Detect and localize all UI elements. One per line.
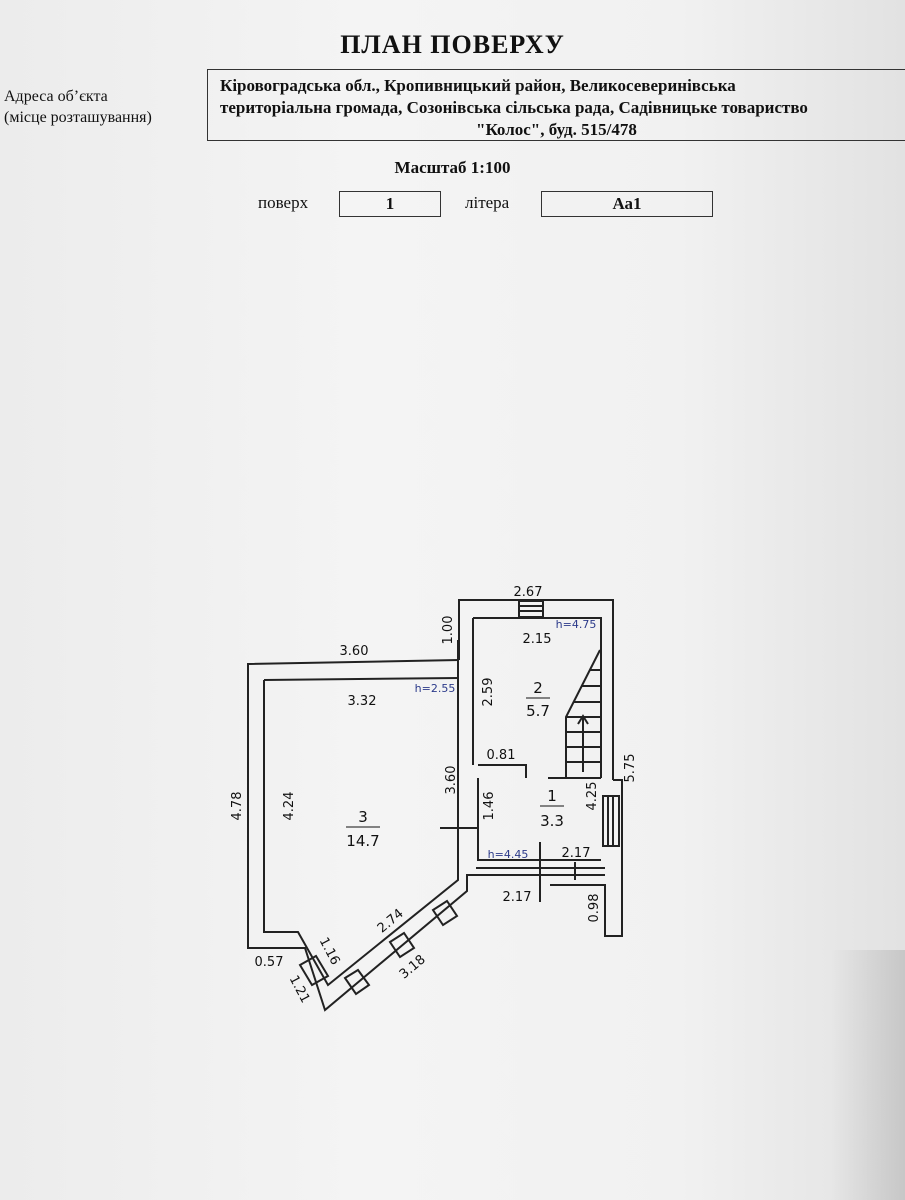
room-number: 1 — [547, 787, 557, 805]
room-3-label: 3 14.7 — [346, 808, 380, 850]
dim-room2-inner-width: 2.15 — [523, 632, 552, 647]
dim-top-right-width: 2.67 — [514, 585, 543, 600]
dim-porch-depth: 0.98 — [587, 894, 602, 923]
floor-label: поверх — [258, 193, 309, 212]
letter-label: літера — [465, 193, 510, 212]
dim-room2-inner-depth: 2.59 — [481, 678, 496, 707]
dim-partition: 3.60 — [444, 766, 459, 795]
page-shadow — [830, 950, 905, 1200]
address-label: Адреса об’єкта (місце розташування) — [4, 86, 152, 128]
scale-label: Масштаб 1:100 — [394, 158, 511, 177]
dim-upper-left-width: 3.60 — [340, 644, 369, 659]
plan-walls — [247, 599, 623, 1012]
dim-outer-left: 4.78 — [230, 792, 245, 821]
address-label-line2: (місце розташування) — [4, 109, 152, 126]
dim-room1-depth: 1.46 — [482, 792, 497, 821]
letter-value: Аа1 — [541, 191, 713, 217]
dim-inner-left: 4.24 — [282, 792, 297, 821]
room-area: 3.3 — [540, 812, 564, 830]
address-label-line1: Адреса об’єкта — [4, 88, 108, 105]
room-1-label: 1 3.3 — [540, 787, 564, 830]
dim-room3-inner-width: 3.32 — [348, 694, 377, 709]
dim-corner-base: 0.57 — [255, 955, 284, 970]
room3-height-label: h=2.55 — [415, 682, 456, 695]
page-title: ПЛАН ПОВЕРХУ — [340, 30, 565, 59]
address-line1: Кіровоградська обл., Кропивницький район… — [220, 76, 736, 95]
dim-porch-width: 2.17 — [503, 890, 532, 905]
dim-diag-inner: 2.74 — [375, 906, 407, 936]
dim-stair-side: 4.25 — [585, 782, 600, 811]
dim-door-width: 0.81 — [487, 748, 516, 763]
address-line2: територіальна громада, Созонівська сільс… — [220, 98, 808, 117]
dim-outer-right: 5.75 — [623, 754, 638, 783]
room-area: 5.7 — [526, 702, 550, 720]
floor-value: 1 — [339, 191, 441, 217]
room1-height-label: h=4.45 — [488, 848, 529, 861]
dim-step-height: 1.00 — [441, 616, 456, 645]
room-number: 3 — [358, 808, 368, 826]
address-box: Кіровоградська обл., Кропивницький район… — [207, 69, 905, 141]
room-number: 2 — [533, 679, 543, 697]
room-2-label: 2 5.7 — [526, 679, 550, 720]
address-line3: "Колос", буд. 515/478 — [476, 120, 637, 139]
room2-height-label: h=4.75 — [556, 618, 597, 631]
room-area: 14.7 — [346, 832, 379, 850]
dim-room1-width: 2.17 — [562, 846, 591, 861]
